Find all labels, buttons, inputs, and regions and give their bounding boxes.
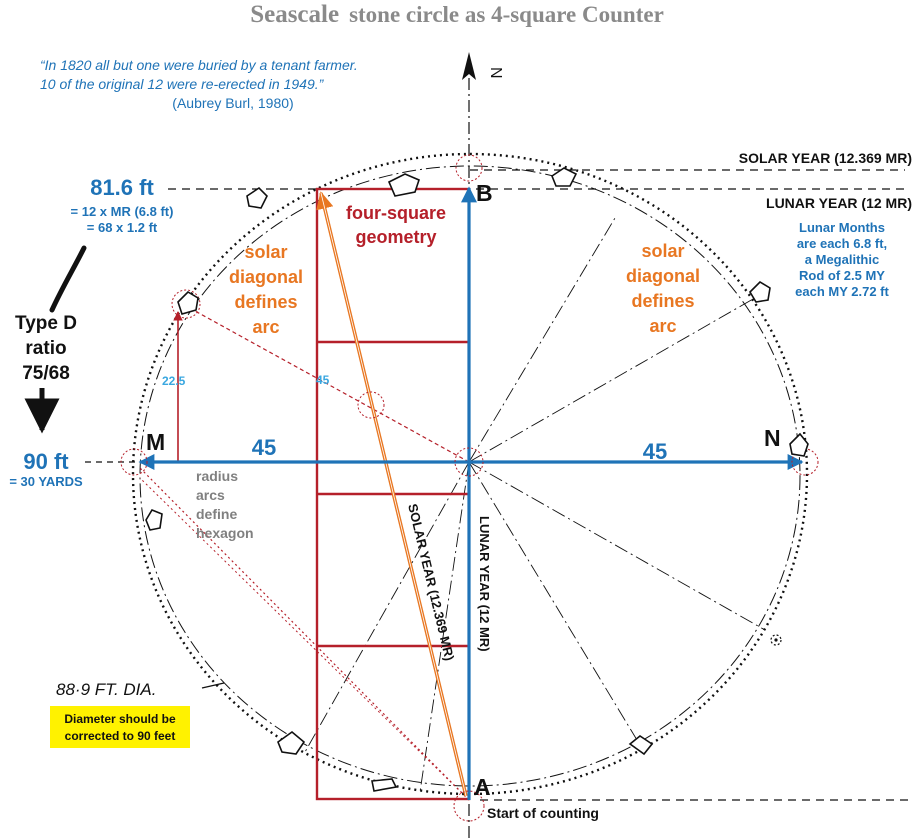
quote-source: (Aubrey Burl, 1980): [172, 95, 293, 111]
radius-arcs-1: radius: [196, 468, 238, 484]
solar-diag-left-4: arc: [252, 317, 279, 337]
diameter-value: 90 ft: [23, 449, 69, 474]
height-note-2: = 68 x 1.2 ft: [87, 220, 158, 235]
solar-diag-right-4: arc: [649, 316, 676, 336]
inner-dashdot-circle: [139, 165, 801, 787]
point-m: M: [146, 429, 165, 455]
four-square-label-1: four-square: [346, 203, 446, 223]
handwritten-dia: 88·9 FT. DIA.: [56, 680, 156, 699]
lunar-months-1: Lunar Months: [799, 220, 885, 235]
point-n: N: [764, 425, 781, 451]
outer-dotted-circle: [131, 152, 809, 796]
radius-arcs-3: define: [196, 506, 237, 522]
stone-icon: [387, 173, 420, 197]
lunar-months-2: are each 6.8 ft,: [797, 236, 887, 251]
stone-icon: [551, 167, 578, 187]
type-line-3: 75/68: [22, 363, 70, 384]
radial-lines: [304, 217, 766, 793]
point-b: B: [476, 180, 493, 206]
solar-diag-left-2: diagonal: [229, 267, 303, 287]
north-label: N: [487, 67, 504, 79]
stones: [145, 167, 809, 792]
small-22-5-label: 22.5: [162, 374, 186, 388]
radius-arcs-2: arcs: [196, 487, 225, 503]
title-rest: stone circle as 4-square Counter: [349, 2, 664, 27]
start-label: Start of counting: [487, 805, 599, 821]
type-line-2: ratio: [25, 338, 66, 359]
correction-box: [50, 706, 190, 748]
correction-line-2: corrected to 90 feet: [65, 729, 176, 743]
quote-line-2: 10 of the original 12 were re-erected in…: [40, 76, 325, 92]
stone-icon: [628, 735, 654, 756]
type-line-1: Type D: [15, 313, 77, 334]
small-stone-dot: [774, 638, 778, 642]
diameter-note: = 30 YARDS: [9, 474, 83, 489]
diagonal-dashed-upper: [185, 305, 470, 463]
solar-diag-right-1: solar: [641, 241, 684, 261]
lunar-axis-label: LUNAR YEAR (12 MR): [477, 516, 492, 652]
handwritten-stroke: [49, 245, 87, 313]
lunar-year-label: LUNAR YEAR (12 MR): [766, 195, 912, 211]
stone-icon: [177, 290, 199, 315]
small-45-label: 45: [316, 373, 330, 387]
four-square-label-2: geometry: [355, 227, 436, 247]
height-note-1: = 12 x MR (6.8 ft): [71, 204, 174, 219]
radius-right-label: 45: [643, 439, 667, 464]
title-main: Seascale: [250, 1, 339, 28]
location-circles: [120, 154, 819, 822]
dia-pointer: [201, 682, 225, 689]
point-a: A: [474, 774, 491, 800]
solar-year-label: SOLAR YEAR (12.369 MR): [739, 150, 912, 166]
lunar-months-4: Rod of 2.5 MY: [799, 268, 885, 283]
radius-arcs-4: hexagon: [196, 525, 254, 541]
small-stone-icon: [770, 634, 782, 646]
radius-left-label: 45: [252, 435, 276, 460]
correction-line-1: Diameter should be: [64, 712, 176, 726]
solar-diag-right-3: defines: [631, 291, 694, 311]
stone-icon: [371, 778, 398, 792]
stone-icon: [789, 432, 809, 457]
stone-icon: [277, 730, 306, 755]
stone-icon: [145, 509, 163, 531]
solar-diag-left-1: solar: [244, 242, 287, 262]
lunar-months-3: a Megalithic: [805, 252, 879, 267]
solar-diag-left-3: defines: [234, 292, 297, 312]
ray-to-stone: [139, 477, 470, 801]
solar-diagonal-center: [320, 192, 467, 797]
stone-icon: [246, 186, 268, 209]
stone-icon: [748, 280, 771, 303]
diagram-title: Seascale stone circle as 4-square Counte…: [250, 1, 664, 28]
lunar-months-5: each MY 2.72 ft: [795, 284, 889, 299]
quote-line-1: “In 1820 all but one were buried by a te…: [40, 57, 358, 73]
height-value: 81.6 ft: [90, 175, 154, 200]
solar-diag-right-2: diagonal: [626, 266, 700, 286]
north-arrow-icon: [462, 52, 476, 80]
